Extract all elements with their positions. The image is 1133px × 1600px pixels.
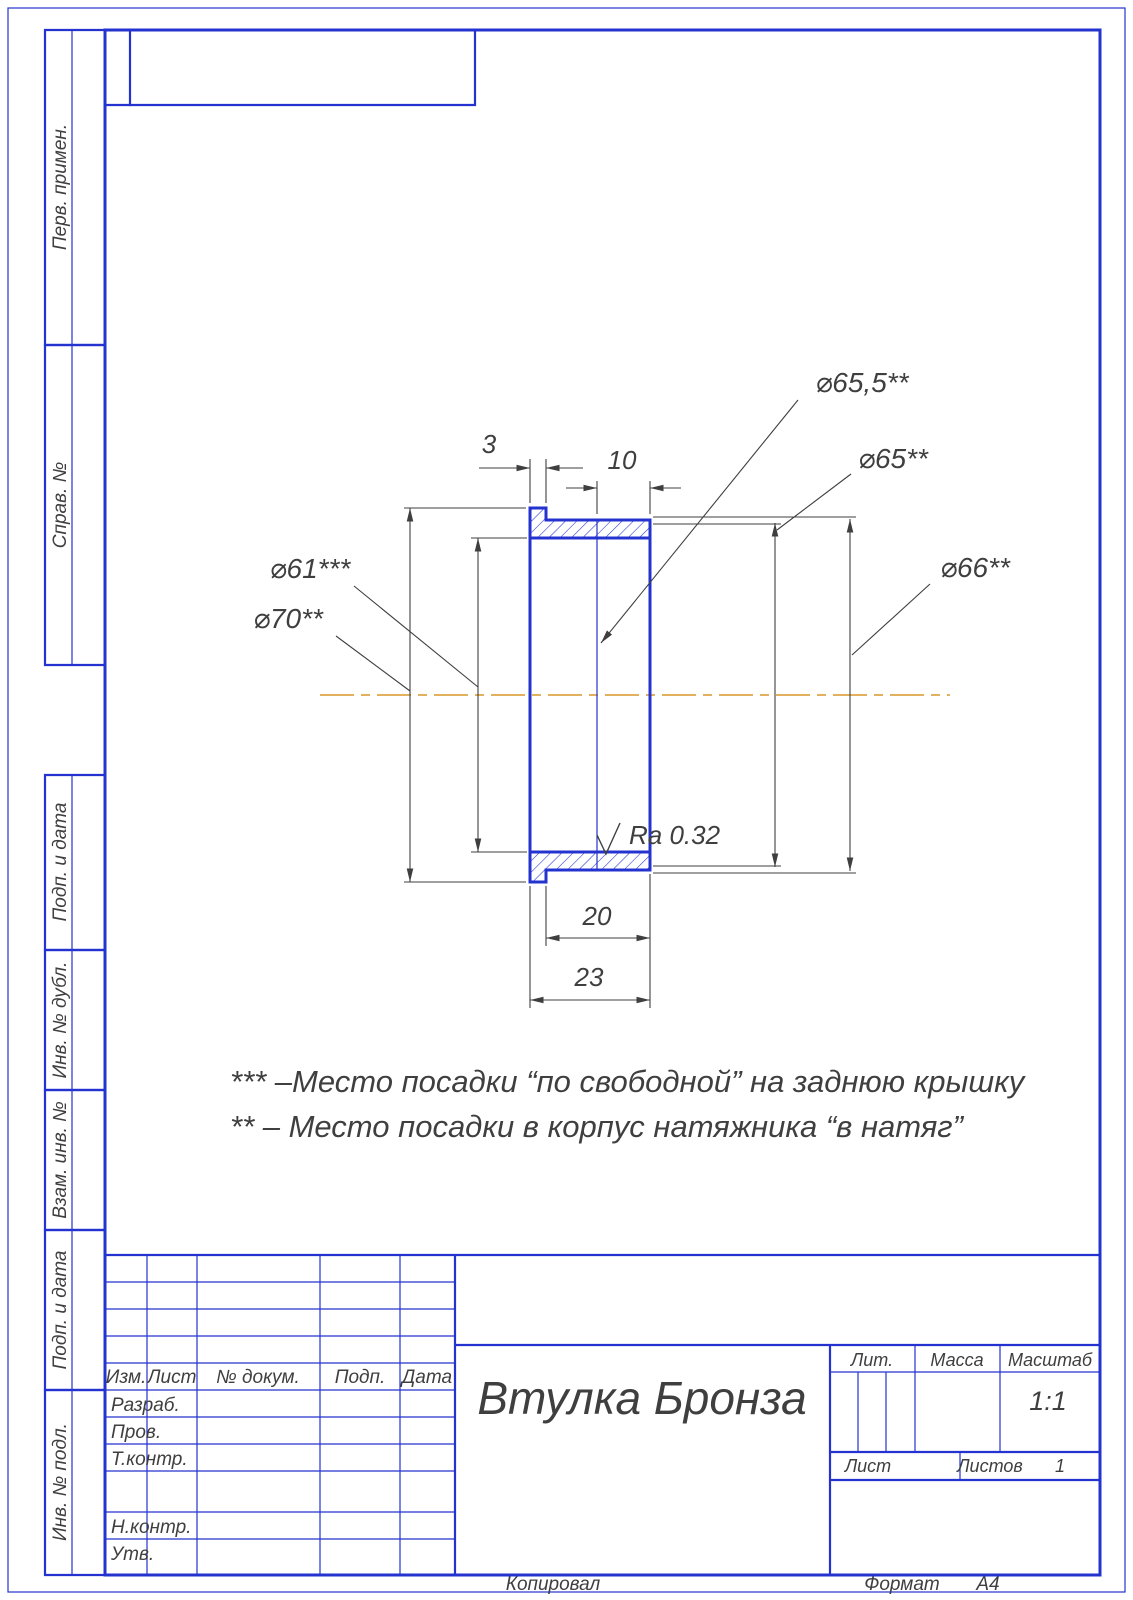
- tb-row-tkontr: Т.контр.: [111, 1449, 188, 1470]
- main-frame: [103, 28, 1102, 1577]
- left-margin-column: Перв. примен. Справ. № Подп. и дата Инв.…: [43, 28, 107, 1577]
- tb-sheets-label: Листов: [956, 1456, 1023, 1476]
- tb-mass-label: Масса: [930, 1350, 983, 1370]
- footer: Копировал Формат А4: [506, 1574, 1000, 1595]
- margin-box-vzam-inv: Взам. инв. №: [43, 1088, 107, 1232]
- tb-row-prov: Пров.: [111, 1422, 161, 1443]
- margin-box-podp-data-1: Подп. и дата: [43, 773, 107, 952]
- part-name: Втулка Бронза: [477, 1372, 806, 1424]
- tb-row-nkontr: Н.контр.: [111, 1517, 191, 1538]
- margin-label-vzam-inv: Взам. инв. №: [50, 1101, 71, 1219]
- leader-d65: [776, 473, 852, 531]
- note-line-1: *** –Место посадки “по свободной” на зад…: [230, 1064, 1027, 1099]
- margin-box-inv-podl: Инв. № подл.: [43, 1388, 107, 1577]
- leader-d70: [335, 635, 411, 692]
- tb-sheets-value: 1: [1055, 1456, 1065, 1476]
- hatch-top: [530, 508, 650, 538]
- dim-label-d65-5: ⌀65,5**: [815, 367, 909, 398]
- part-section-view: [528, 506, 652, 884]
- notes: *** –Место посадки “по свободной” на зад…: [230, 1064, 1027, 1144]
- margin-box-sprav-no: Справ. №: [43, 343, 107, 667]
- roughness-label: Ra 0.32: [629, 820, 721, 850]
- page-border: [7, 7, 1126, 1593]
- tb-lit-label: Лит.: [850, 1350, 893, 1370]
- footer-copied-label: Копировал: [506, 1574, 601, 1595]
- dim-label-20: 20: [582, 901, 612, 931]
- margin-label-perv-primen: Перв. примен.: [50, 124, 71, 250]
- margin-label-sprav-no: Справ. №: [50, 462, 71, 548]
- note-line-2: ** – Место посадки в корпус натяжника “в…: [230, 1109, 965, 1144]
- dim-label-10: 10: [608, 445, 637, 475]
- tb-header-podp: Подп.: [335, 1367, 386, 1388]
- margin-label-inv-podl: Инв. № подл.: [50, 1423, 71, 1541]
- top-left-stamp: [103, 28, 477, 107]
- tb-row-razrab: Разраб.: [111, 1395, 180, 1416]
- footer-format-label: Формат: [864, 1574, 939, 1595]
- footer-format-value: А4: [975, 1574, 999, 1595]
- margin-label-podp-data-1: Подп. и дата: [50, 803, 71, 922]
- title-block: Изм. Лист № докум. Подп. Дата Разраб. Пр…: [103, 1253, 1102, 1577]
- dim-label-23: 23: [574, 962, 604, 992]
- hatch-bottom: [530, 852, 650, 882]
- margin-label-podp-data-2: Подп. и дата: [50, 1251, 71, 1370]
- title-block-minor-lines: [105, 1255, 1100, 1575]
- margin-box-perv-primen: Перв. примен.: [43, 28, 107, 347]
- leader-d61: [353, 585, 479, 688]
- tb-scale-value: 1:1: [1029, 1386, 1067, 1416]
- tb-header-izm: Изм.: [106, 1367, 147, 1388]
- title-block-major-lines: [103, 1253, 1102, 1577]
- margin-box-inv-dubl: Инв. № дубл.: [43, 948, 107, 1092]
- part-outline: [528, 506, 652, 884]
- dim-label-d66: ⌀66**: [940, 552, 1011, 583]
- tb-row-utv: Утв.: [110, 1544, 154, 1565]
- dim-label-3: 3: [482, 429, 497, 459]
- leader-d66: [851, 583, 931, 656]
- tb-header-list: Лист: [146, 1367, 197, 1388]
- tb-scale-label: Масштаб: [1008, 1350, 1093, 1370]
- dimensions: 3 10 ⌀65,5** ⌀65** ⌀66** ⌀61*** ⌀70** Ra…: [253, 367, 1011, 1008]
- margin-label-inv-dubl: Инв. № дубл.: [50, 962, 71, 1079]
- extension-lines: [404, 459, 856, 1008]
- sheet-frame: [7, 7, 1126, 1593]
- tb-sheet-label: Лист: [844, 1456, 891, 1476]
- leader-d65-5: [600, 399, 799, 644]
- dim-label-d61: ⌀61***: [270, 553, 352, 584]
- tb-header-data: Дата: [400, 1367, 452, 1388]
- roughness-icon: [596, 822, 621, 856]
- dim-label-d70: ⌀70**: [253, 603, 324, 634]
- tb-header-dokum: № докум.: [216, 1367, 300, 1388]
- dim-label-d65: ⌀65**: [858, 443, 929, 474]
- margin-box-podp-data-2: Подп. и дата: [43, 1228, 107, 1392]
